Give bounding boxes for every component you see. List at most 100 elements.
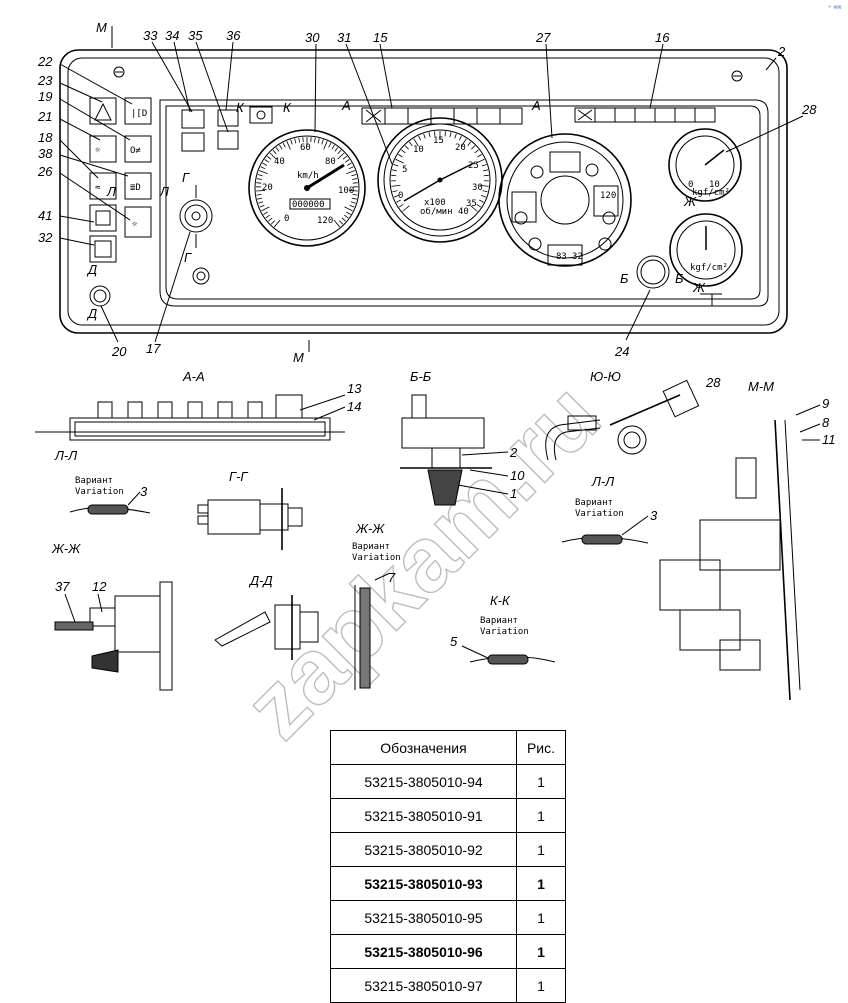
svg-text:37: 37 xyxy=(55,579,70,594)
svg-text:30: 30 xyxy=(472,183,483,193)
svg-text:9: 9 xyxy=(822,396,829,411)
gauge-tick xyxy=(401,150,405,153)
svg-text:kgf/cm²: kgf/cm² xyxy=(690,263,728,273)
gauge-tick xyxy=(299,138,300,143)
svg-text:80: 80 xyxy=(325,157,336,167)
gauge-tick xyxy=(478,154,482,157)
gauge-tick xyxy=(295,139,296,144)
svg-text:18: 18 xyxy=(38,130,53,145)
svg-text:34: 34 xyxy=(165,28,179,43)
svg-text:12: 12 xyxy=(92,579,107,594)
svg-text:40: 40 xyxy=(274,157,285,167)
svg-text:Ж: Ж xyxy=(692,280,706,295)
svg-text:Ж-Ж: Ж-Ж xyxy=(51,541,81,556)
gauge-tick xyxy=(329,143,331,147)
indicator-lamp-24 xyxy=(637,256,669,288)
gauge-tick xyxy=(344,215,348,218)
gauge-tick xyxy=(477,204,481,207)
svg-text:23: 23 xyxy=(37,73,53,88)
gauge-tick xyxy=(409,142,412,146)
gauge-tick xyxy=(266,215,270,218)
svg-text:33: 33 xyxy=(143,28,158,43)
svg-text:120: 120 xyxy=(317,216,333,226)
svg-text:60: 60 xyxy=(300,143,311,153)
svg-text:3: 3 xyxy=(650,508,658,523)
gauge-tick xyxy=(257,179,262,180)
corner-mark: ⁺ ᵉᵉᵉ xyxy=(828,5,842,12)
gauge-tick xyxy=(258,175,263,176)
panel-housing xyxy=(60,50,787,333)
tachometer: 0 5 10 15 20 25 30 35 40 x100 об/мин xyxy=(378,118,502,242)
gauge-tick xyxy=(258,202,263,203)
gauge-tick xyxy=(287,141,291,149)
gauge-tick xyxy=(392,191,397,192)
gauge-tick xyxy=(338,150,341,154)
gauge-tick xyxy=(276,147,279,151)
svg-text:16: 16 xyxy=(655,30,670,45)
svg-text:15: 15 xyxy=(433,136,444,146)
gauge-tick xyxy=(346,212,350,215)
section-l-l-right: Л-Л Вариант Variation 3 xyxy=(562,474,658,544)
section-marks: М М К К А А Г Г Л Л Д Д Б Б Ж Ж xyxy=(86,20,722,365)
svg-text:А: А xyxy=(341,98,351,113)
gauge-tick xyxy=(345,159,349,162)
gauge-tick xyxy=(424,134,426,139)
svg-text:Г-Г: Г-Г xyxy=(229,469,248,484)
gauge-tick xyxy=(279,145,282,149)
svg-text:Ю-Ю: Ю-Ю xyxy=(590,369,621,384)
gauge-tick xyxy=(405,146,409,150)
gauge-tick xyxy=(351,175,356,176)
gauge-tick xyxy=(483,191,488,192)
warning-lamp-strip-16 xyxy=(575,108,715,122)
svg-text:Д-Д: Д-Д xyxy=(248,573,273,588)
section-k-k: К-К Вариант Variation 5 xyxy=(450,593,555,664)
gauge-tick xyxy=(392,170,397,171)
svg-text:1: 1 xyxy=(510,486,517,501)
svg-text:0: 0 xyxy=(284,214,289,224)
svg-text:3: 3 xyxy=(140,484,148,499)
section-zh-zh-gauge: Ж-Ж 37 12 xyxy=(51,541,172,690)
gauge-tick xyxy=(261,167,266,169)
section-l-l-left: Л-Л Вариант Variation 3 xyxy=(54,448,150,514)
gauge-tick xyxy=(291,140,293,145)
gauge-tick xyxy=(483,170,488,171)
gauge-tick xyxy=(352,198,357,199)
section-g-g: Г-Г xyxy=(198,469,302,550)
svg-text:24: 24 xyxy=(614,344,629,359)
svg-text:|[D: |[D xyxy=(131,109,147,119)
svg-text:Л: Л xyxy=(106,184,116,199)
svg-text:10: 10 xyxy=(510,468,525,483)
gauge-tick xyxy=(481,195,486,197)
svg-text:35: 35 xyxy=(188,28,203,43)
gauge-tick xyxy=(335,147,338,151)
svg-text:Д: Д xyxy=(86,262,97,277)
svg-text:Л-Л: Л-Л xyxy=(54,448,77,463)
svg-text:20: 20 xyxy=(111,344,127,359)
svg-text:8: 8 xyxy=(822,415,830,430)
svg-text:13: 13 xyxy=(347,381,362,396)
svg-text:21: 21 xyxy=(37,109,52,124)
svg-text:41: 41 xyxy=(38,208,52,223)
table-header: Обозначения Рис. xyxy=(331,731,566,765)
svg-text:38: 38 xyxy=(38,146,53,161)
gauge-tick xyxy=(394,164,399,166)
svg-text:Б-Б: Б-Б xyxy=(410,369,432,384)
svg-text:2: 2 xyxy=(777,44,786,59)
gauge-tick xyxy=(445,131,446,136)
gauge-tick xyxy=(318,139,319,144)
svg-text:Л-Л: Л-Л xyxy=(591,474,614,489)
gauge-tick xyxy=(324,141,328,149)
gauge-tick xyxy=(396,159,404,163)
gauge-tick xyxy=(261,207,269,211)
svg-text:Вариант: Вариант xyxy=(352,542,390,552)
gauge-tick xyxy=(257,198,262,199)
gauge-tick xyxy=(479,200,483,202)
gauge-tick xyxy=(351,202,356,203)
gauge-tick xyxy=(259,171,267,174)
svg-text:А-А: А-А xyxy=(182,369,205,384)
